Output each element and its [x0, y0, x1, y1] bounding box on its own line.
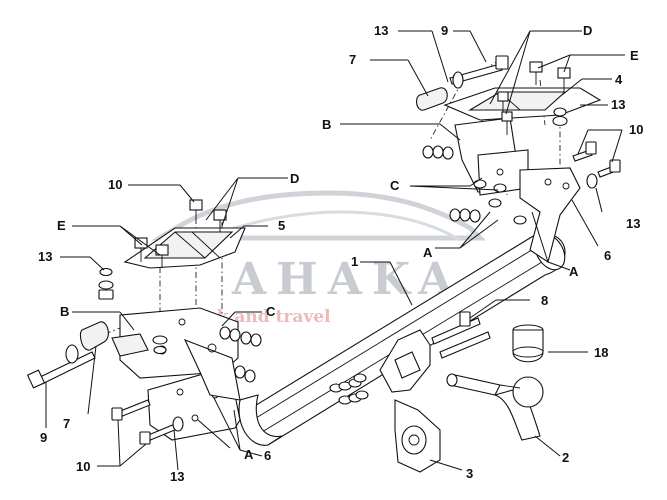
label-b-left: B [60, 304, 69, 319]
label-a-left: A [244, 447, 254, 462]
watermark-title: AHAKA [231, 254, 462, 305]
callout-labels: 13 9 D 7 E 4 13 10 B C 13 6 A A 10 D E 5… [38, 23, 643, 484]
label-9-top: 9 [441, 23, 448, 38]
label-b-right: B [322, 117, 331, 132]
label-7-left: 7 [63, 416, 70, 431]
right-bolts-d [497, 61, 571, 135]
label-13-top: 13 [374, 23, 388, 38]
label-9-left: 9 [40, 430, 47, 445]
left-nut-stack [98, 267, 168, 355]
label-a-center: A [423, 245, 433, 260]
label-6-left: 6 [264, 448, 271, 463]
label-c-left: C [266, 304, 276, 319]
left-bolts [134, 199, 227, 268]
label-2: 2 [562, 450, 569, 465]
label-d-left: D [290, 171, 299, 186]
label-10-left-top: 10 [108, 177, 122, 192]
right-washers [422, 107, 568, 225]
right-long-bolt [415, 55, 509, 111]
center-mount [379, 311, 491, 393]
label-6-right: 6 [604, 248, 611, 263]
right-top-plate [443, 87, 602, 121]
ball-neck [446, 373, 544, 441]
label-13-right-upper: 13 [611, 97, 625, 112]
label-8: 8 [541, 293, 548, 308]
socket-plate [394, 399, 441, 473]
leader-lines [45, 30, 625, 471]
label-a-right: A [569, 264, 579, 279]
label-18: 18 [594, 345, 608, 360]
right-mount-bracket [454, 117, 531, 196]
label-5: 5 [278, 218, 285, 233]
label-10-right: 10 [629, 122, 643, 137]
label-13-left-bottom: 13 [170, 469, 184, 484]
label-13-right-lower: 13 [626, 216, 640, 231]
label-13-left-top: 13 [38, 249, 52, 264]
label-e-right: E [630, 48, 639, 63]
label-c-right: C [390, 178, 400, 193]
left-long-bolt [26, 321, 109, 389]
ball-cover [512, 324, 544, 363]
center-nuts [329, 373, 369, 405]
left-small-bolts [111, 399, 184, 445]
label-1: 1 [351, 254, 358, 269]
left-washers-c [219, 326, 262, 383]
label-10-left-bottom: 10 [76, 459, 90, 474]
left-mount-bracket [111, 307, 241, 401]
label-4: 4 [615, 72, 623, 87]
label-d-right: D [583, 23, 592, 38]
label-7-top: 7 [349, 52, 356, 67]
right-small-bolts [572, 141, 621, 189]
label-e-left: E [57, 218, 66, 233]
label-3: 3 [466, 466, 473, 481]
